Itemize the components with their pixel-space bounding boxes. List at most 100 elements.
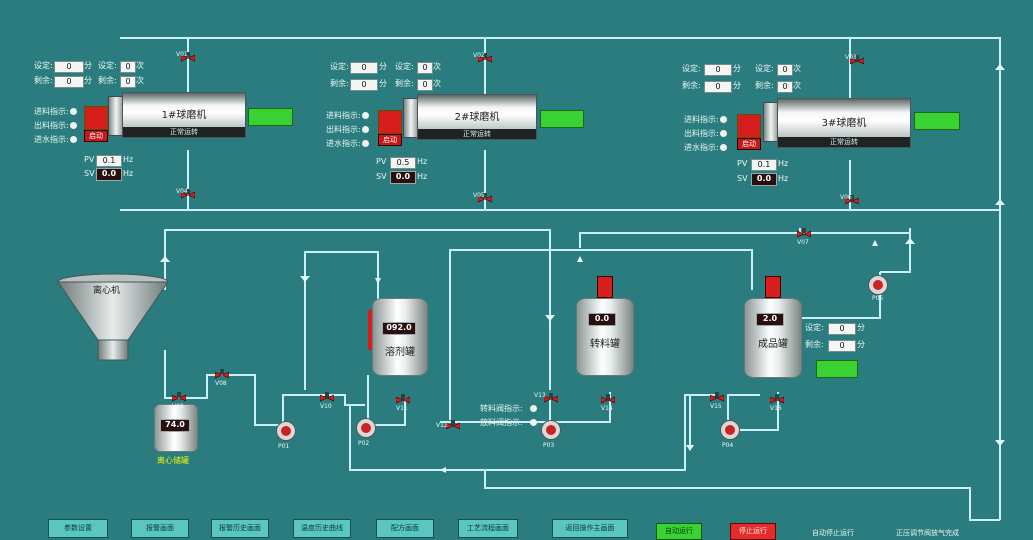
pump-tag: P01 <box>278 443 290 450</box>
status-auto-stop: 自动停止运行 <box>812 529 854 537</box>
finish-tank-run-indicator[interactable] <box>816 360 858 378</box>
mill3-leftb-unit: 次 <box>793 81 801 90</box>
mill1-discharge-indicator-label: 出料指示: <box>34 121 69 130</box>
mill1-pv-label: PV <box>84 155 95 164</box>
mill3-set-unit: 分 <box>733 64 741 73</box>
mill2-pv-label: PV <box>376 157 387 166</box>
mill2-set-label: 设定: <box>330 62 349 71</box>
valve-icon[interactable] <box>796 225 812 238</box>
mill2-leftb-label: 剩余: <box>395 79 414 88</box>
mill2-discharge-indicator-label: 出料指示: <box>326 125 361 134</box>
valve-icon[interactable] <box>445 417 461 430</box>
mill2-drum[interactable]: 2#球磨机 正常运转 <box>417 94 537 140</box>
mill2-sv-field[interactable]: 0.0 <box>390 171 416 184</box>
mill2-motor-icon[interactable] <box>378 110 402 134</box>
valve-tag: V13 <box>534 392 546 399</box>
valve-icon[interactable] <box>849 52 865 65</box>
mill2-run-indicator[interactable] <box>540 110 584 128</box>
finish-tank-set-label: 设定: <box>805 323 824 332</box>
pump-icon[interactable] <box>276 421 296 441</box>
mill1-water-indicator-label: 进水指示: <box>34 135 69 144</box>
valve-icon[interactable] <box>171 389 187 402</box>
mill3-sv-field[interactable]: 0.0 <box>751 173 777 186</box>
finish-tank-set-field[interactable]: 0 <box>828 323 856 335</box>
mill3-motor-icon[interactable] <box>737 114 761 138</box>
transfer-tank-agitator-icon[interactable] <box>597 276 613 298</box>
pump-icon[interactable] <box>356 418 376 438</box>
auto-run-button[interactable]: 自动运行 <box>656 523 702 540</box>
valve-tag: V14 <box>601 405 613 412</box>
valve-icon[interactable] <box>180 186 196 199</box>
solvent-tank[interactable]: 溶剂罐 <box>372 298 428 376</box>
finish-tank-agitator-icon[interactable] <box>765 276 781 298</box>
mill3-water-indicator-label: 进水指示: <box>684 143 719 152</box>
nav-alarm-screen-button[interactable]: 报警画面 <box>131 519 189 538</box>
mill1-left-field: 0 <box>54 76 84 88</box>
nav-process-flow-button[interactable]: 工艺流程画面 <box>458 519 518 538</box>
stop-run-button[interactable]: 停止运行 <box>730 523 776 540</box>
mill3-setb-label: 设定: <box>755 64 774 73</box>
finish-tank-title: 成品罐 <box>758 339 788 350</box>
centrifuge-tank-level: 74.0 <box>160 419 190 432</box>
valve-icon[interactable] <box>395 391 411 404</box>
nav-alarm-history-button[interactable]: 报警历史画面 <box>211 519 269 538</box>
valve-tag: V03 <box>845 54 857 61</box>
valve-icon[interactable] <box>214 366 230 379</box>
mill2-water-indicator-label: 进水指示: <box>326 139 361 148</box>
mill1-drum[interactable]: 1#球磨机 正常运转 <box>122 92 246 138</box>
pump-tag: P03 <box>543 442 555 449</box>
mill1-status: 正常运转 <box>123 127 245 137</box>
valve-tag: V06 <box>840 194 852 201</box>
mill2-set-field[interactable]: 0 <box>350 62 378 74</box>
mill3-status: 正常运转 <box>778 137 910 147</box>
mill1-sv-field[interactable]: 0.0 <box>96 168 122 181</box>
mill2-motor-button[interactable]: 启动 <box>378 134 402 146</box>
valve-icon[interactable] <box>543 390 559 403</box>
mill1-motor-icon[interactable] <box>84 106 108 130</box>
pump-tag: P04 <box>722 442 734 449</box>
mill2-leftb-unit: 次 <box>433 79 441 88</box>
mill3-pv-field: 0.1 <box>751 159 777 171</box>
mill3-pv-unit: Hz <box>778 159 789 168</box>
mill3-setb-unit: 次 <box>793 64 801 73</box>
valve-tag: V15 <box>710 403 722 410</box>
valve-icon[interactable] <box>769 391 785 404</box>
nav-main-screen-button[interactable]: 返回操作主画面 <box>552 519 628 538</box>
centrifuge-icon[interactable] <box>56 272 170 364</box>
pump-icon[interactable] <box>541 420 561 440</box>
valve-icon[interactable] <box>600 391 616 404</box>
finish-tank-left-label: 剩余: <box>805 340 824 349</box>
nav-recipe-button[interactable]: 配方画面 <box>376 519 434 538</box>
mill2-feed-indicator-lamp <box>362 112 369 119</box>
transfer-tank[interactable]: 转料罐 <box>576 298 634 376</box>
mill1-set-field[interactable]: 0 <box>54 61 84 73</box>
valve-tag: V02 <box>473 52 485 59</box>
mill3-drum[interactable]: 3#球磨机 正常运转 <box>777 98 911 148</box>
pump-icon[interactable] <box>868 275 888 295</box>
valve-tag: V05 <box>473 192 485 199</box>
mill2-pv-field: 0.5 <box>390 157 416 169</box>
finish-tank-level: 2.0 <box>756 313 784 326</box>
mill1-left-label: 剩余: <box>34 76 53 85</box>
mill1-set-label: 设定: <box>34 61 53 70</box>
mill3-set-field[interactable]: 0 <box>704 64 732 76</box>
mill3-motor-button[interactable]: 启动 <box>737 138 761 150</box>
valve-tag: V10 <box>320 403 332 410</box>
mill3-setb-field[interactable]: 0 <box>777 64 793 76</box>
valve-icon[interactable] <box>709 389 725 402</box>
mill1-setb-field[interactable]: 0 <box>120 61 136 73</box>
nav-parameter-settings-button[interactable]: 参数设置 <box>48 519 108 538</box>
finish-tank[interactable]: 成品罐 <box>744 298 802 378</box>
mill2-left-field: 0 <box>350 79 378 91</box>
pump-icon[interactable] <box>720 420 740 440</box>
mill2-setb-unit: 次 <box>433 62 441 71</box>
mill1-motor-button[interactable]: 启动 <box>84 130 108 142</box>
mill1-run-indicator[interactable] <box>248 108 293 126</box>
mill2-setb-field[interactable]: 0 <box>417 62 433 74</box>
mill1-setb-unit: 次 <box>136 61 144 70</box>
valve-icon[interactable] <box>319 389 335 402</box>
mill3-run-indicator[interactable] <box>914 112 960 130</box>
mill1-discharge-indicator-lamp <box>70 122 77 129</box>
nav-temperature-trend-button[interactable]: 温度历史曲线 <box>293 519 351 538</box>
